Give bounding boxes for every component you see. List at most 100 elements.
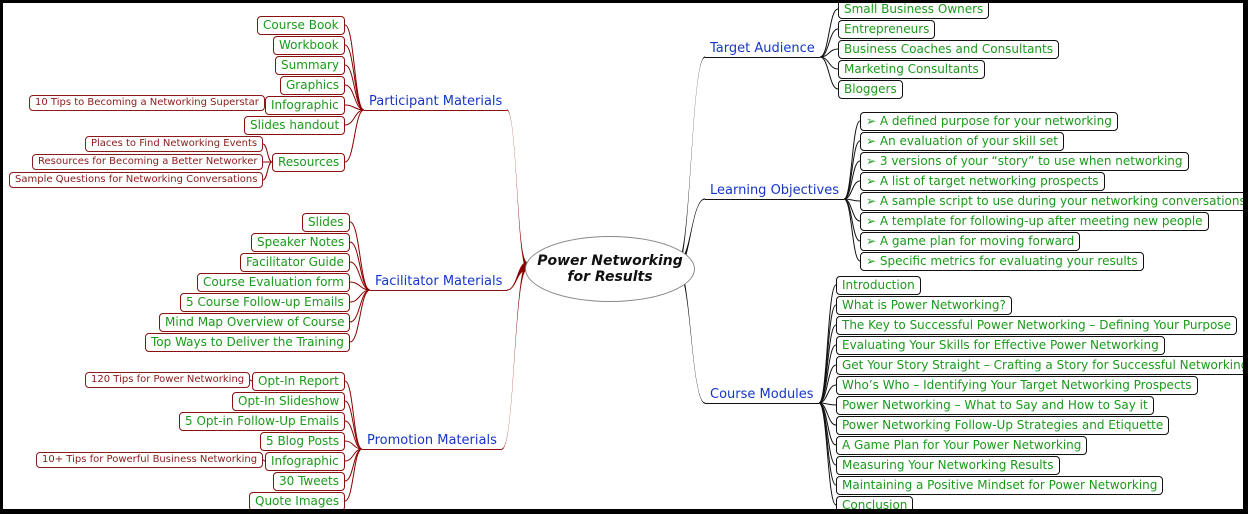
topic-facilitator-guide[interactable]: Facilitator Guide (240, 252, 350, 272)
connector (262, 459, 266, 462)
connector (819, 28, 839, 58)
topic-maintaining-a-positive-mindset-for-power[interactable]: Maintaining a Positive Mindset for Power… (836, 475, 1164, 495)
topic-graphics[interactable]: Graphics (280, 75, 345, 95)
main-branch (502, 262, 527, 450)
topic-the-key-to-successful-power-networking-d[interactable]: The Key to Successful Power Networking –… (836, 315, 1237, 335)
topic-an-evaluation-of-your-skill-set[interactable]: ➢ An evaluation of your skill set (860, 131, 1064, 151)
topic-evaluating-your-skills-for-effective-pow[interactable]: Evaluating Your Skills for Effective Pow… (836, 335, 1165, 355)
topic-slides-handout[interactable]: Slides handout (244, 115, 346, 135)
topic-course-book[interactable]: Course Book (257, 15, 345, 35)
subtopic-resources-for-becoming-a-better-networke[interactable]: Resources for Becoming a Better Networke… (32, 154, 264, 170)
subtopic-10-tips-for-powerful-business-networking[interactable]: 10+ Tips for Powerful Business Networkin… (36, 452, 264, 468)
connector (819, 8, 839, 58)
topic-conclusion[interactable]: Conclusion (836, 495, 914, 509)
connector (344, 109, 365, 163)
topic-marketing-consultants[interactable]: Marketing Consultants (838, 59, 985, 79)
topic-resources[interactable]: Resources (272, 152, 346, 172)
topic-infographic[interactable]: Infographic (265, 451, 345, 471)
topic-a-game-plan-for-your-power-networking[interactable]: A Game Plan for Your Power Networking (836, 435, 1088, 455)
topic-small-business-owners[interactable]: Small Business Owners (838, 3, 990, 19)
subtopic-120-tips-for-power-networking[interactable]: 120 Tips for Power Networking (85, 372, 251, 388)
topic-infographic[interactable]: Infographic (265, 95, 345, 115)
connector (344, 440, 363, 450)
branch-target-audience[interactable]: Target Audience (705, 40, 820, 58)
main-branch (677, 198, 705, 270)
branch-learning-objectives[interactable]: Learning Objectives (705, 182, 844, 200)
topic-bloggers[interactable]: Bloggers (838, 79, 903, 99)
connector (262, 161, 273, 181)
main-branch (507, 109, 527, 271)
topic-a-defined-purpose-for-your-networking[interactable]: ➢ A defined purpose for your networking (860, 111, 1118, 131)
branch-promotion-materials[interactable]: Promotion Materials (362, 432, 502, 450)
subtopic-10-tips-to-becoming-a-networking-superst[interactable]: 10 Tips to Becoming a Networking Superst… (29, 95, 265, 111)
connector (344, 44, 365, 111)
connector (818, 324, 837, 404)
subtopic-places-to-find-networking-events[interactable]: Places to Find Networking Events (85, 136, 264, 152)
topic-speaker-notes[interactable]: Speaker Notes (251, 232, 351, 252)
connector (819, 56, 839, 90)
central-topic-line1: Power Networking (537, 253, 683, 269)
branch-course-modules[interactable]: Course Modules (705, 386, 819, 404)
topic-summary[interactable]: Summary (275, 55, 345, 75)
mind-map-canvas: Power Networking for Results Participant… (3, 3, 1243, 509)
main-branch (677, 56, 705, 271)
topic-opt-in-report[interactable]: Opt-In Report (252, 371, 345, 391)
topic-power-networking-follow-up-strategies-an[interactable]: Power Networking Follow-Up Strategies an… (836, 415, 1170, 435)
topic-business-coaches-and-consultants[interactable]: Business Coaches and Consultants (838, 39, 1059, 59)
topic-top-ways-to-deliver-the-training[interactable]: Top Ways to Deliver the Training (145, 332, 350, 352)
connector (349, 261, 371, 291)
connector-lines (249, 8, 861, 506)
topic-what-is-power-networking[interactable]: What is Power Networking? (836, 295, 1012, 315)
connector (344, 448, 363, 502)
topic-5-opt-in-follow-up-emails[interactable]: 5 Opt-in Follow-Up Emails (179, 411, 346, 431)
connector (843, 180, 861, 200)
connector (349, 221, 371, 291)
branch-participant-materials[interactable]: Participant Materials (364, 93, 508, 111)
branch-facilitator-materials[interactable]: Facilitator Materials (370, 273, 508, 291)
connector (843, 120, 861, 200)
topic-entrepreneurs[interactable]: Entrepreneurs (838, 19, 936, 39)
topic-measuring-your-networking-results[interactable]: Measuring Your Networking Results (836, 455, 1060, 475)
connector (344, 400, 363, 450)
connector (349, 281, 371, 291)
connector (344, 380, 363, 450)
main-branch (507, 262, 527, 291)
topic-3-versions-of-your-story-to-use-when-net[interactable]: ➢ 3 versions of your “story” to use when… (860, 151, 1189, 171)
central-topic-line2: for Results (567, 269, 653, 285)
subtopic-sample-questions-for-networking-conversa[interactable]: Sample Questions for Networking Conversa… (9, 172, 264, 188)
topic-who-s-who-identifying-your-target-networ[interactable]: Who’s Who – Identifying Your Target Netw… (836, 375, 1198, 395)
topic-a-sample-script-to-use-during-your-netwo[interactable]: ➢ A sample script to use during your net… (860, 191, 1243, 211)
topic-course-evaluation-form[interactable]: Course Evaluation form (197, 272, 350, 292)
topic-30-tweets[interactable]: 30 Tweets (273, 471, 345, 491)
topic-mind-map-overview-of-course[interactable]: Mind Map Overview of Course (159, 312, 351, 332)
central-topic[interactable]: Power Networking for Results (525, 236, 695, 302)
topic-get-your-story-straight-crafting-a-story[interactable]: Get Your Story Straight – Crafting a Sto… (836, 355, 1243, 375)
connector (819, 48, 839, 58)
topic-5-course-follow-up-emails[interactable]: 5 Course Follow-up Emails (180, 292, 350, 312)
topic-a-template-for-following-up-after-meetin[interactable]: ➢ A template for following-up after meet… (860, 211, 1209, 231)
connector (843, 198, 861, 262)
connector (818, 384, 837, 404)
connector (344, 420, 363, 450)
connector (818, 402, 837, 506)
connector (349, 241, 371, 291)
connector (262, 143, 273, 163)
topic-quote-images[interactable]: Quote Images (249, 491, 346, 509)
connector (818, 304, 837, 404)
connector (349, 289, 371, 343)
connector (843, 160, 861, 200)
connector (818, 344, 837, 404)
main-branch (677, 262, 705, 404)
topic-a-list-of-target-networking-prospects[interactable]: ➢ A list of target networking prospects (860, 171, 1105, 191)
topic-opt-in-slideshow[interactable]: Opt-In Slideshow (232, 391, 346, 411)
topic-workbook[interactable]: Workbook (273, 35, 345, 55)
connector (249, 379, 253, 382)
topic-specific-metrics-for-evaluating-your-res[interactable]: ➢ Specific metrics for evaluating your r… (860, 251, 1144, 271)
topic-power-networking-what-to-say-and-how-to-[interactable]: Power Networking – What to Say and How t… (836, 395, 1154, 415)
topic-introduction[interactable]: Introduction (836, 275, 921, 295)
topic-slides[interactable]: Slides (302, 212, 350, 232)
topic-5-blog-posts[interactable]: 5 Blog Posts (260, 431, 346, 451)
topic-a-game-plan-for-moving-forward[interactable]: ➢ A game plan for moving forward (860, 231, 1081, 251)
connector (344, 84, 365, 111)
connector (344, 64, 365, 111)
